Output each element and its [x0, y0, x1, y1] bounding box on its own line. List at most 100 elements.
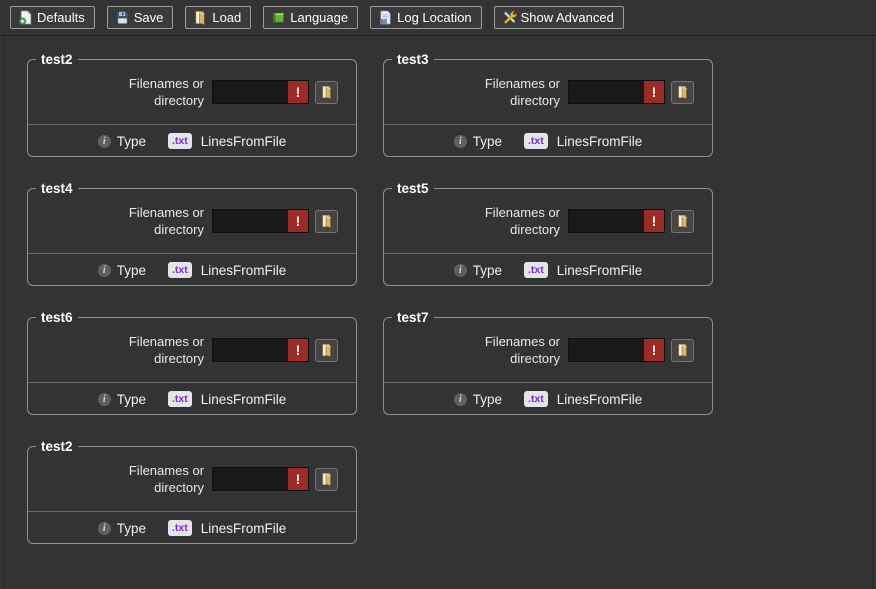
filenames-input[interactable]	[569, 339, 644, 361]
browse-button[interactable]	[671, 338, 694, 362]
group-title: test4	[36, 179, 78, 198]
type-label: Type	[116, 520, 146, 536]
group-box: test7 Filenames or directory ! i Type .t…	[383, 308, 713, 415]
info-icon: i	[453, 263, 467, 277]
filenames-label: Filenames or directory	[128, 334, 204, 366]
filenames-input-wrap: !	[212, 209, 309, 233]
info-icon: i	[97, 263, 111, 277]
type-value: LinesFromFile	[200, 262, 287, 278]
info-icon: i	[97, 392, 111, 406]
load-icon	[193, 10, 208, 25]
group-cell: test7 Filenames or directory ! i Type .t…	[383, 308, 713, 415]
filenames-input-wrap: !	[212, 338, 309, 362]
folder-open-icon	[676, 85, 690, 99]
error-indicator: !	[288, 468, 308, 490]
svg-text:LOG: LOG	[380, 20, 388, 24]
folder-open-icon	[320, 85, 334, 99]
group-title: test3	[392, 50, 434, 69]
toolbar-button[interactable]: LOG Log Location	[370, 6, 482, 29]
group-cell: test6 Filenames or directory ! i Type .t…	[27, 308, 357, 415]
type-value: LinesFromFile	[556, 133, 643, 149]
toolbar-button[interactable]: Show Advanced	[493, 6, 624, 29]
filenames-input[interactable]	[213, 468, 288, 490]
browse-button[interactable]	[315, 209, 338, 233]
type-value: LinesFromFile	[200, 133, 287, 149]
toolbar-button-label: Show Advanced	[520, 10, 614, 25]
type-label: Type	[116, 133, 146, 149]
toolbar-button-label: Save	[133, 10, 164, 25]
filenames-label: Filenames or directory	[484, 334, 560, 366]
filenames-input[interactable]	[569, 81, 644, 103]
type-value: LinesFromFile	[200, 520, 287, 536]
error-indicator: !	[644, 210, 664, 232]
filenames-input[interactable]	[213, 210, 288, 232]
group-title: test5	[392, 179, 434, 198]
info-icon: i	[97, 521, 111, 535]
toolbar-button-label: Load	[212, 10, 242, 25]
group-cell: test2 Filenames or directory ! i Type .t…	[27, 50, 357, 157]
group-box: test2 Filenames or directory ! i Type .t…	[27, 437, 357, 544]
type-row: i Type .txt LinesFromFile	[28, 253, 356, 286]
filenames-input-wrap: !	[568, 80, 665, 104]
type-row: i Type .txt LinesFromFile	[28, 382, 356, 415]
filenames-input-wrap: !	[568, 338, 665, 362]
filenames-row: Filenames or directory !	[384, 60, 712, 124]
toolbar-button-label: Language	[290, 10, 349, 25]
error-indicator: !	[644, 339, 664, 361]
info-icon: i	[453, 392, 467, 406]
filenames-row: Filenames or directory !	[28, 318, 356, 382]
filenames-input-wrap: !	[212, 467, 309, 491]
info-icon: i	[97, 134, 111, 148]
filenames-label: Filenames or directory	[128, 463, 204, 495]
type-value: LinesFromFile	[556, 391, 643, 407]
toolbar-button[interactable]: Language	[263, 6, 359, 29]
error-indicator: !	[644, 81, 664, 103]
browse-button[interactable]	[671, 209, 694, 233]
browse-button[interactable]	[671, 80, 694, 104]
type-row: i Type .txt LinesFromFile	[384, 382, 712, 415]
filenames-input-wrap: !	[568, 209, 665, 233]
group-box: test5 Filenames or directory ! i Type .t…	[383, 179, 713, 286]
groups-grid: test2 Filenames or directory ! i Type .t…	[27, 50, 872, 544]
filenames-label: Filenames or directory	[128, 76, 204, 108]
show-advanced-icon	[502, 10, 517, 25]
group-box: test4 Filenames or directory ! i Type .t…	[27, 179, 357, 286]
type-label: Type	[116, 391, 146, 407]
filenames-input[interactable]	[213, 339, 288, 361]
toolbar-button-label: Log Location	[397, 10, 472, 25]
filenames-input[interactable]	[213, 81, 288, 103]
filenames-row: Filenames or directory !	[28, 60, 356, 124]
filenames-label: Filenames or directory	[128, 205, 204, 237]
filenames-row: Filenames or directory !	[28, 447, 356, 511]
group-title: test2	[36, 50, 78, 69]
browse-button[interactable]	[315, 467, 338, 491]
type-row: i Type .txt LinesFromFile	[28, 511, 356, 544]
folder-open-icon	[676, 343, 690, 357]
save-icon	[115, 10, 130, 25]
group-box: test3 Filenames or directory ! i Type .t…	[383, 50, 713, 157]
folder-open-icon	[320, 343, 334, 357]
group-title: test7	[392, 308, 434, 327]
toolbar-button[interactable]: Defaults	[10, 6, 95, 29]
txt-badge: .txt	[168, 262, 192, 278]
toolbar-button[interactable]: Save	[106, 6, 174, 29]
toolbar: Defaults Save Load Language LOG Log Loca…	[0, 0, 876, 36]
group-box: test6 Filenames or directory ! i Type .t…	[27, 308, 357, 415]
txt-badge: .txt	[168, 391, 192, 407]
content-panel: test2 Filenames or directory ! i Type .t…	[3, 36, 873, 589]
txt-badge: .txt	[168, 133, 192, 149]
filenames-input[interactable]	[569, 210, 644, 232]
group-cell: test5 Filenames or directory ! i Type .t…	[383, 179, 713, 286]
browse-button[interactable]	[315, 338, 338, 362]
group-cell: test2 Filenames or directory ! i Type .t…	[27, 437, 357, 544]
group-title: test6	[36, 308, 78, 327]
browse-button[interactable]	[315, 80, 338, 104]
group-box: test2 Filenames or directory ! i Type .t…	[27, 50, 357, 157]
type-row: i Type .txt LinesFromFile	[28, 124, 356, 157]
toolbar-button[interactable]: Load	[185, 6, 252, 29]
type-label: Type	[472, 262, 502, 278]
toolbar-button-label: Defaults	[37, 10, 85, 25]
group-cell: test4 Filenames or directory ! i Type .t…	[27, 179, 357, 286]
error-indicator: !	[288, 210, 308, 232]
txt-badge: .txt	[524, 391, 548, 407]
